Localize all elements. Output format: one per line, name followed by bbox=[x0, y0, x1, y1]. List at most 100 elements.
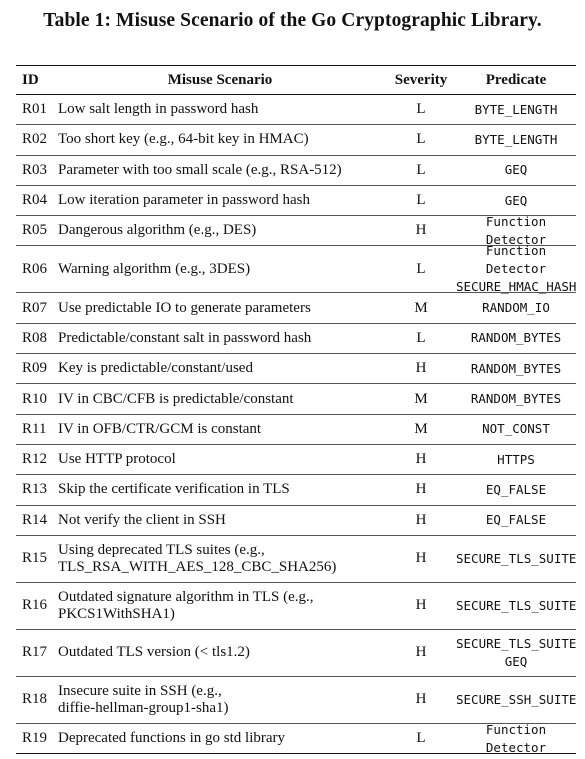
cell-scenario: Insecure suite in SSH (e.g.,diffie-hellm… bbox=[54, 683, 386, 717]
cell-scenario: Skip the certificate verification in TLS bbox=[54, 481, 386, 498]
cell-predicate: RANDOM_BYTES bbox=[456, 360, 576, 378]
cell-predicate: NOT_CONST bbox=[456, 420, 576, 438]
scenario-line: Key is predictable/constant/used bbox=[58, 360, 253, 377]
cell-id: R01 bbox=[22, 101, 48, 118]
cell-id: R11 bbox=[22, 420, 47, 437]
predicate-line: EQ_FALSE bbox=[485, 512, 547, 528]
scenario-line: Warning algorithm (e.g., 3DES) bbox=[58, 260, 251, 277]
predicate-line: SECURE_HMAC_HASH bbox=[456, 279, 577, 295]
scenario-line: Using deprecated TLS suites (e.g., bbox=[58, 541, 265, 558]
cell-scenario: Warning algorithm (e.g., 3DES) bbox=[54, 261, 386, 278]
cell-id: R16 bbox=[22, 597, 48, 614]
cell-severity: L bbox=[416, 161, 426, 178]
cell-predicate: RANDOM_BYTES bbox=[456, 390, 576, 408]
cell-severity: H bbox=[415, 511, 427, 528]
scenario-line: Skip the certificate verification in TLS bbox=[58, 481, 290, 498]
predicate-line: GEQ bbox=[504, 162, 528, 178]
predicate-line: Function Detector bbox=[485, 243, 547, 277]
predicate-line: BYTE_LENGTH bbox=[474, 101, 558, 117]
cell-severity: H bbox=[415, 360, 427, 377]
predicate-line: RANDOM_BYTES bbox=[470, 391, 562, 407]
cell-scenario: Dangerous algorithm (e.g., DES) bbox=[54, 222, 386, 239]
cell-predicate: EQ_FALSE bbox=[456, 481, 576, 499]
cell-scenario: Outdated TLS version (< tls1.2) bbox=[54, 644, 386, 661]
cell-scenario: Low iteration parameter in password hash bbox=[54, 192, 386, 209]
scenario-line: Dangerous algorithm (e.g., DES) bbox=[58, 222, 257, 239]
scenario-line: Low iteration parameter in password hash bbox=[58, 192, 311, 209]
header-severity: Severity bbox=[394, 71, 448, 88]
cell-predicate: EQ_FALSE bbox=[456, 511, 576, 529]
cell-id: R19 bbox=[22, 730, 48, 746]
cell-scenario: IV in CBC/CFB is predictable/constant bbox=[54, 391, 386, 408]
scenario-line: Not verify the client in SSH bbox=[58, 511, 226, 528]
cell-severity: L bbox=[416, 192, 426, 209]
cell-id: R07 bbox=[22, 299, 48, 316]
predicate-line: SECURE_TLS_SUITE bbox=[456, 635, 577, 651]
predicate-line: NOT_CONST bbox=[482, 421, 550, 437]
cell-predicate: RANDOM_BYTES bbox=[456, 329, 576, 347]
scenario-line: Predictable/constant salt in password ha… bbox=[58, 329, 312, 346]
predicate-line: Function Detector bbox=[485, 721, 547, 755]
cell-predicate: SECURE_TLS_SUITE bbox=[456, 550, 576, 568]
cell-scenario: Not verify the client in SSH bbox=[54, 512, 386, 529]
cell-scenario: Using deprecated TLS suites (e.g.,TLS_RS… bbox=[54, 542, 386, 576]
scenario-line: diffie-hellman-group1-sha1) bbox=[58, 699, 229, 716]
cell-id: R13 bbox=[22, 481, 48, 498]
cell-scenario: Use predictable IO to generate parameter… bbox=[54, 300, 386, 317]
cell-id: R12 bbox=[22, 451, 48, 468]
cell-severity: H bbox=[415, 644, 427, 661]
cell-predicate: GEQ bbox=[456, 161, 576, 179]
cell-scenario: Outdated signature algorithm in TLS (e.g… bbox=[54, 589, 386, 623]
scenario-line: TLS_RSA_WITH_AES_128_CBC_SHA256) bbox=[58, 558, 337, 575]
cell-severity: H bbox=[415, 451, 427, 468]
table-row: R17 Outdated TLS version (< tls1.2) H SECUR… bbox=[16, 630, 576, 677]
predicate-line: Function Detector bbox=[485, 213, 547, 247]
table-row: R13 Skip the certificate verification in … bbox=[16, 475, 576, 506]
cell-severity: L bbox=[416, 730, 426, 746]
cell-id: R17 bbox=[22, 644, 48, 661]
cell-severity: L bbox=[416, 101, 426, 118]
table-row: R01 Low salt length in password hash L BYTE… bbox=[16, 95, 576, 126]
cell-id: R06 bbox=[22, 260, 48, 277]
cell-severity: L bbox=[416, 329, 426, 346]
cell-severity: H bbox=[415, 481, 427, 498]
scenario-line: IV in OFB/CTR/GCM is constant bbox=[58, 420, 262, 437]
predicate-line: SECURE_TLS_SUITE bbox=[456, 597, 577, 613]
cell-id: R14 bbox=[22, 511, 48, 528]
cell-id: R09 bbox=[22, 360, 48, 377]
cell-severity: H bbox=[415, 222, 427, 239]
predicate-line: RANDOM_BYTES bbox=[470, 330, 562, 346]
cell-id: R10 bbox=[22, 390, 48, 407]
predicate-line: HTTPS bbox=[497, 451, 535, 467]
predicate-line: GEQ bbox=[504, 653, 528, 669]
scenario-line: PKCS1WithSHA1) bbox=[58, 605, 175, 622]
cell-scenario: Low salt length in password hash bbox=[54, 101, 386, 118]
table-row: R09 Key is predictable/constant/used H RAND… bbox=[16, 354, 576, 385]
table-row: R14 Not verify the client in SSH H EQ_FALSE bbox=[16, 506, 576, 536]
scenario-line: Low salt length in password hash bbox=[58, 101, 259, 118]
table-row: R08 Predictable/constant salt in password… bbox=[16, 324, 576, 355]
cell-severity: M bbox=[414, 390, 428, 407]
cell-predicate: GEQ bbox=[456, 192, 576, 210]
table-caption: Table 1: Misuse Scenario of the Go Crypt… bbox=[43, 10, 542, 31]
cell-scenario: Parameter with too small scale (e.g., RS… bbox=[54, 162, 386, 179]
cell-scenario: Use HTTP protocol bbox=[54, 451, 386, 468]
header-scenario: Misuse Scenario bbox=[167, 71, 273, 88]
cell-id: R08 bbox=[22, 329, 48, 346]
cell-predicate: SECURE_SSH_SUITE bbox=[456, 691, 576, 709]
cell-id: R18 bbox=[22, 691, 48, 708]
table-row: R07 Use predictable IO to generate parame… bbox=[16, 293, 576, 324]
cell-severity: H bbox=[415, 597, 427, 614]
cell-predicate: Function Detector bbox=[456, 721, 576, 757]
cell-id: R05 bbox=[22, 222, 48, 239]
table-row: R12 Use HTTP protocol H HTTPS bbox=[16, 445, 576, 476]
cell-id: R02 bbox=[22, 131, 48, 148]
predicate-line: RANDOM_IO bbox=[482, 300, 550, 316]
cell-predicate: RANDOM_IO bbox=[456, 299, 576, 317]
